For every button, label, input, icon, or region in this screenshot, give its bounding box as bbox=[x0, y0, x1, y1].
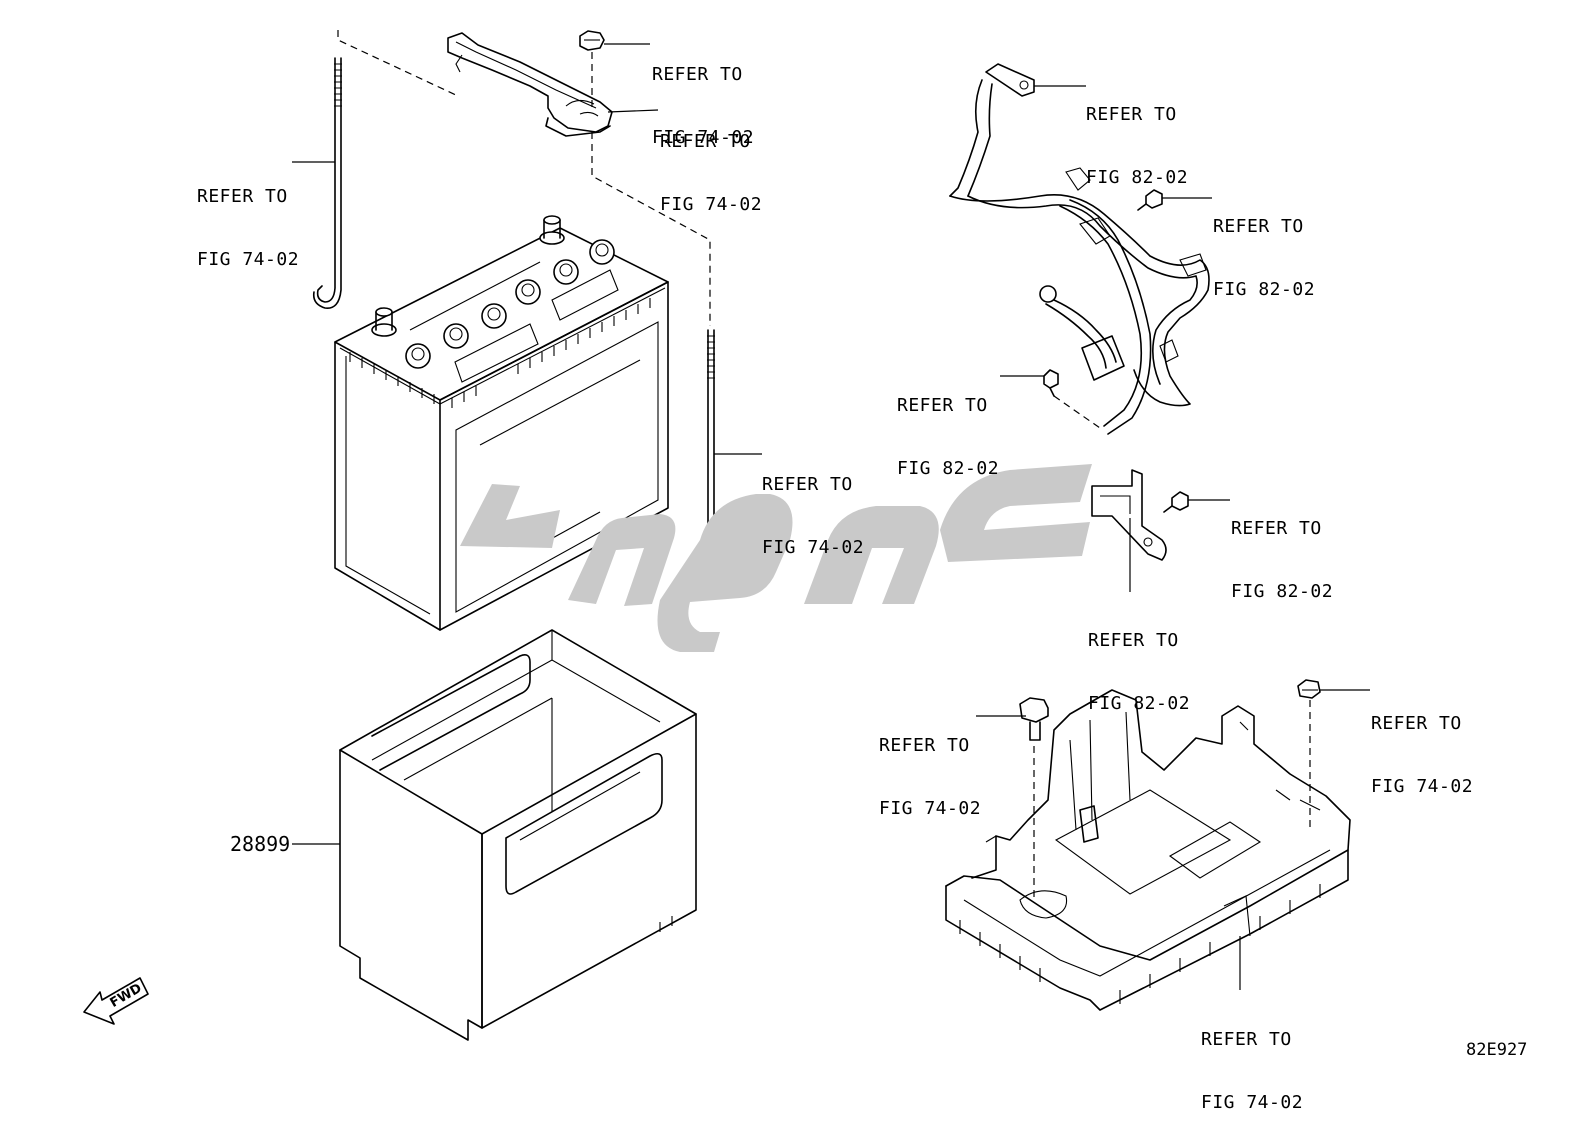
battery-hold-down-clamp bbox=[447, 32, 613, 137]
fwd-arrow-icon: FWD bbox=[83, 977, 149, 1025]
battery bbox=[334, 215, 669, 631]
callout-bracket-bolt[interactable]: REFER TO FIG 82-02 bbox=[1231, 518, 1334, 602]
callout-rod-right[interactable]: REFER TO FIG 74-02 bbox=[762, 474, 865, 558]
callout-cable-bolt-top[interactable]: REFER TO FIG 82-02 bbox=[1213, 216, 1316, 300]
watermark-logo bbox=[460, 464, 1092, 652]
battery-hold-rod-left bbox=[312, 57, 342, 309]
callout-bracket[interactable]: REFER TO FIG 82-02 bbox=[1088, 630, 1191, 714]
cable-bolt-left bbox=[1043, 369, 1059, 397]
tray-bolt-left bbox=[1019, 697, 1049, 741]
callout-cable-bolt-left[interactable]: REFER TO FIG 82-02 bbox=[897, 395, 1000, 479]
battery-tray bbox=[945, 689, 1351, 1011]
callout-tray-bottom[interactable]: REFER TO FIG 74-02 bbox=[1201, 1029, 1304, 1113]
callout-hold-down-nut[interactable]: REFER TO FIG 74-02 bbox=[652, 64, 755, 148]
battery-insulator-case bbox=[339, 629, 697, 1041]
cable-bolt-top bbox=[1137, 189, 1163, 211]
callout-tray-bolt-left[interactable]: REFER TO FIG 74-02 bbox=[879, 735, 982, 819]
callout-tray-nut-right[interactable]: REFER TO FIG 74-02 bbox=[1371, 713, 1474, 797]
cable-bracket bbox=[1091, 469, 1167, 561]
callout-cable-terminal[interactable]: REFER TO FIG 82-02 bbox=[1086, 104, 1189, 188]
part-number-28899[interactable]: 28899 bbox=[230, 832, 291, 856]
callout-rod-left[interactable]: REFER TO FIG 74-02 bbox=[197, 186, 300, 270]
callout-hold-down-clamp[interactable]: REFER TO FIG 74-02 bbox=[660, 131, 763, 215]
battery-cable-assembly bbox=[949, 63, 1210, 435]
parts-diagram: FWD bbox=[83, 30, 1370, 1041]
tray-nut-right bbox=[1297, 679, 1321, 699]
hold-down-nut bbox=[579, 30, 605, 51]
bracket-bolt bbox=[1163, 491, 1189, 513]
diagram-code: 82E927 bbox=[1466, 1040, 1528, 1060]
